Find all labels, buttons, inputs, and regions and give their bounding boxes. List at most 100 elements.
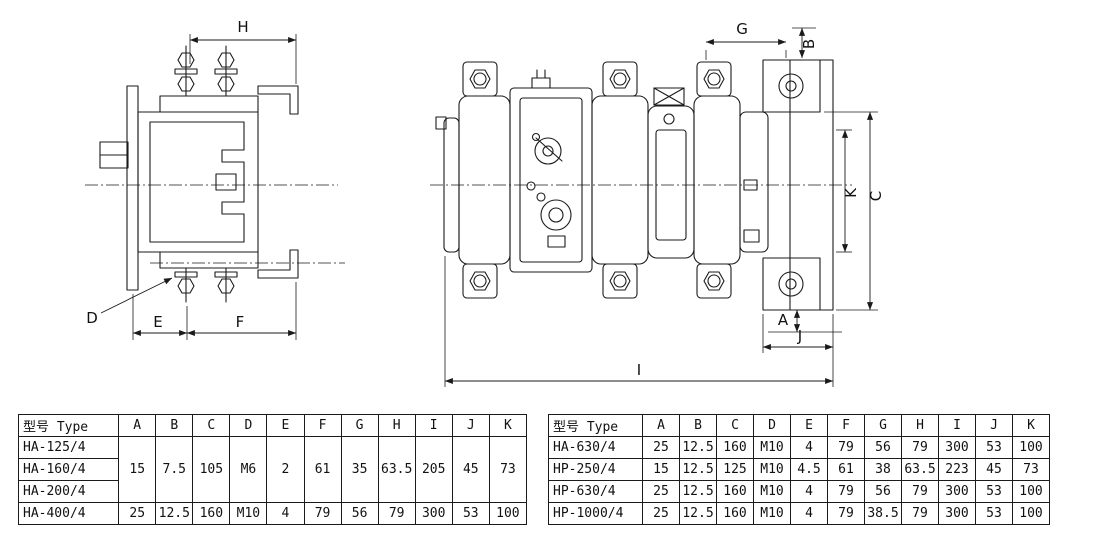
header-cell-type: 型号 Type bbox=[17, 414, 120, 437]
left-view: H D E F bbox=[85, 18, 345, 340]
dimension-D: D bbox=[86, 277, 173, 327]
value-cell: 12.5 bbox=[679, 502, 717, 525]
value-cell: 56 bbox=[864, 436, 902, 459]
header-cell: J bbox=[451, 414, 490, 437]
value-cell: 53 bbox=[451, 502, 490, 525]
header-cell: D bbox=[753, 414, 791, 437]
header-cell: B bbox=[155, 414, 194, 437]
header-cell: C bbox=[192, 414, 231, 437]
value-cell: 4 bbox=[790, 480, 828, 503]
value-cell: M6 bbox=[229, 436, 268, 503]
right-terminal-bracket bbox=[762, 59, 834, 311]
aux-component bbox=[653, 87, 685, 125]
value-cell: 4 bbox=[790, 436, 828, 459]
value-cell: 61 bbox=[303, 436, 342, 503]
value-cell: 79 bbox=[303, 502, 342, 525]
value-cell: 160 bbox=[716, 436, 754, 459]
hex-bolt-icon bbox=[609, 271, 631, 291]
pad-bolts bbox=[469, 69, 725, 291]
value-cell: 73 bbox=[488, 436, 528, 503]
header-cell-type: 型号 Type bbox=[548, 414, 643, 437]
value-cell: 100 bbox=[1012, 436, 1050, 459]
value-cell: 79 bbox=[827, 436, 865, 459]
dim-label-J: J bbox=[797, 327, 802, 345]
dimension-J: J bbox=[762, 314, 834, 353]
value-cell: 61 bbox=[827, 458, 865, 481]
value-cell: 300 bbox=[414, 502, 453, 525]
value-cell: 100 bbox=[488, 502, 528, 525]
technical-drawing: H D E F bbox=[85, 18, 885, 387]
value-cell: M10 bbox=[753, 458, 791, 481]
dimension-E: E bbox=[132, 294, 188, 340]
header-cell: I bbox=[938, 414, 976, 437]
value-cell: 300 bbox=[938, 502, 976, 525]
value-cell: 2 bbox=[266, 436, 305, 503]
dimension-F: F bbox=[186, 282, 297, 340]
hex-bolt-icon bbox=[217, 76, 235, 92]
header-cell: H bbox=[901, 414, 939, 437]
header-row: 型号 Type A B C D E F G H I J K bbox=[548, 414, 1050, 437]
value-cell: 25 bbox=[118, 502, 157, 525]
dim-label-E: E bbox=[153, 313, 162, 331]
dimension-B: B bbox=[792, 27, 818, 59]
dimension-H: H bbox=[189, 18, 297, 84]
right-view: G B K C A J bbox=[430, 20, 885, 387]
value-cell: 56 bbox=[340, 502, 379, 525]
value-cell: 160 bbox=[192, 502, 231, 525]
value-cell: 12.5 bbox=[155, 502, 194, 525]
header-cell: G bbox=[340, 414, 379, 437]
model-cell: HA-200/4 bbox=[17, 480, 120, 503]
spec-table-right: 型号 Type A B C D E F G H I J K HA-630/4 2… bbox=[548, 414, 1050, 525]
value-cell: 15 bbox=[118, 436, 157, 503]
value-cell: 79 bbox=[901, 436, 939, 459]
table-row: HA-125/4 15 7.5 105 M6 2 61 35 63.5 205 … bbox=[17, 436, 528, 503]
value-cell: 4 bbox=[790, 502, 828, 525]
dim-label-B: B bbox=[800, 39, 818, 49]
table-row: HA-630/4 25 12.5 160 M10 4 79 56 79 300 … bbox=[548, 436, 1050, 459]
value-cell: 25 bbox=[642, 502, 680, 525]
header-cell: B bbox=[679, 414, 717, 437]
spec-table-left: 型号 Type A B C D E F G H I J K HA-125/4 1… bbox=[17, 414, 528, 525]
value-cell: 105 bbox=[192, 436, 231, 503]
hex-bolt-icon bbox=[609, 69, 631, 89]
table-row: HP-250/4 15 12.5 125 M10 4.5 61 38 63.5 … bbox=[548, 458, 1050, 481]
right-view-body bbox=[435, 87, 769, 273]
dim-label-C: C bbox=[867, 191, 885, 201]
dim-label-A: A bbox=[778, 311, 789, 329]
table-row: HA-400/4 25 12.5 160 M10 4 79 56 79 300 … bbox=[17, 502, 528, 525]
value-cell: 56 bbox=[864, 480, 902, 503]
value-cell: 160 bbox=[716, 480, 754, 503]
dim-label-D: D bbox=[86, 309, 98, 327]
hex-bolt-icon bbox=[177, 278, 195, 294]
handle-mechanism bbox=[526, 69, 572, 248]
table-row: HP-630/4 25 12.5 160 M10 4 79 56 79 300 … bbox=[548, 480, 1050, 503]
header-cell: E bbox=[790, 414, 828, 437]
header-cell: F bbox=[827, 414, 865, 437]
value-cell: 63.5 bbox=[901, 458, 939, 481]
value-cell: 300 bbox=[938, 436, 976, 459]
value-cell: 73 bbox=[1012, 458, 1050, 481]
model-cell: HP-1000/4 bbox=[548, 502, 643, 525]
value-cell: 12.5 bbox=[679, 458, 717, 481]
dim-label-H: H bbox=[237, 18, 248, 36]
dim-label-F: F bbox=[236, 313, 245, 331]
value-cell: 79 bbox=[901, 502, 939, 525]
hex-bolt-icon bbox=[217, 278, 235, 294]
value-cell: 35 bbox=[340, 436, 379, 503]
dimension-I: I bbox=[444, 256, 834, 387]
header-cell: A bbox=[118, 414, 157, 437]
header-cell: A bbox=[642, 414, 680, 437]
header-row: 型号 Type A B C D E F G H I J K bbox=[17, 414, 528, 437]
terminal-bolts-top bbox=[174, 45, 238, 97]
dim-label-G: G bbox=[736, 20, 748, 38]
value-cell: 63.5 bbox=[377, 436, 416, 503]
value-cell: 79 bbox=[827, 502, 865, 525]
header-cell: G bbox=[864, 414, 902, 437]
left-view-body bbox=[99, 85, 299, 291]
value-cell: 45 bbox=[975, 458, 1013, 481]
header-cell: K bbox=[1012, 414, 1050, 437]
value-cell: 7.5 bbox=[155, 436, 194, 503]
value-cell: M10 bbox=[753, 480, 791, 503]
dim-label-K: K bbox=[842, 187, 860, 198]
